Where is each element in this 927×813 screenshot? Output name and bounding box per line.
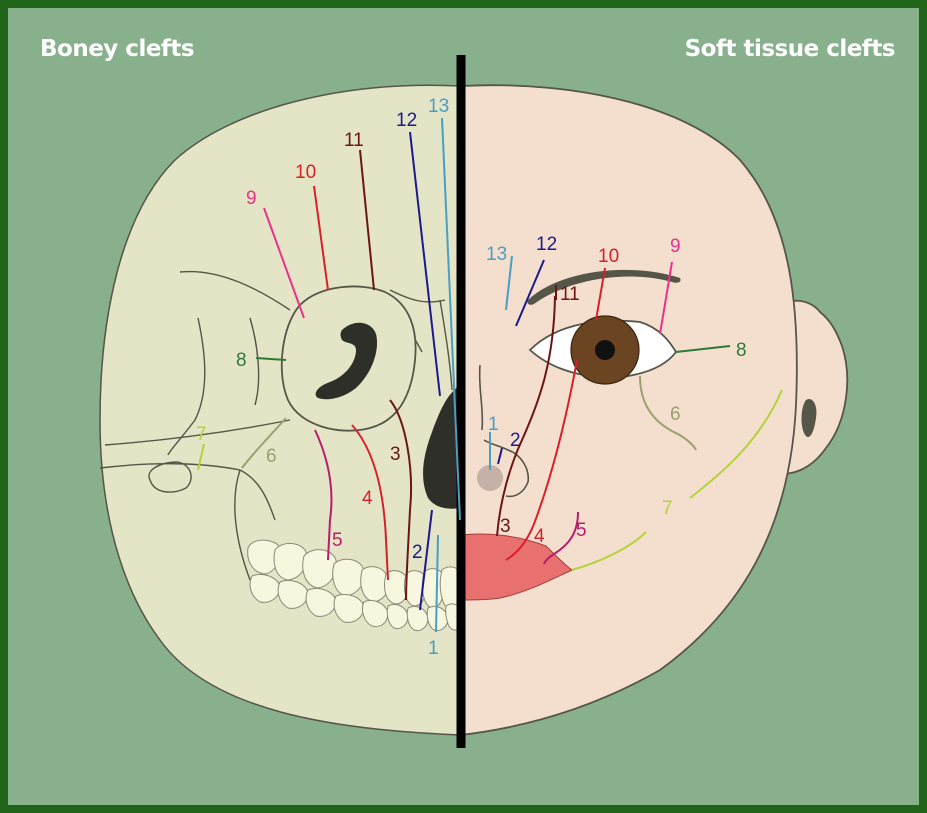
soft-label-5: 5: [576, 520, 587, 541]
bone-label-2: 2: [412, 542, 423, 563]
soft-label-3: 3: [500, 516, 511, 537]
soft-label-4: 4: [534, 526, 545, 547]
title-boney-clefts: Boney clefts: [40, 36, 194, 62]
bone-label-10: 10: [295, 162, 316, 183]
bone-label-1: 1: [428, 638, 439, 659]
soft-label-8: 8: [736, 340, 747, 361]
soft-label-7: 7: [662, 498, 673, 519]
bone-label-9: 9: [246, 188, 257, 209]
soft-label-10: 10: [598, 246, 619, 267]
bone-label-4: 4: [362, 488, 373, 509]
soft-label-12: 12: [536, 234, 557, 255]
bone-label-7: 7: [196, 424, 207, 445]
soft-label-13: 13: [486, 244, 507, 265]
soft-label-1: 1: [488, 414, 499, 435]
bone-label-5: 5: [332, 530, 343, 551]
soft-label-6: 6: [670, 404, 681, 425]
soft-label-11: 11: [560, 284, 580, 305]
bone-label-12: 12: [396, 110, 417, 131]
soft-label-2: 2: [510, 430, 521, 451]
bone-label-8: 8: [236, 350, 247, 371]
face-half: [461, 85, 797, 735]
bone-label-13: 13: [428, 96, 449, 117]
bone-label-3: 3: [390, 444, 401, 465]
soft-label-9: 9: [670, 236, 681, 257]
bone-label-11: 11: [344, 130, 364, 151]
pupil: [595, 340, 615, 360]
bone-label-6: 6: [266, 446, 277, 467]
skull-half: [100, 85, 461, 735]
title-soft-tissue-clefts: Soft tissue clefts: [685, 36, 895, 62]
